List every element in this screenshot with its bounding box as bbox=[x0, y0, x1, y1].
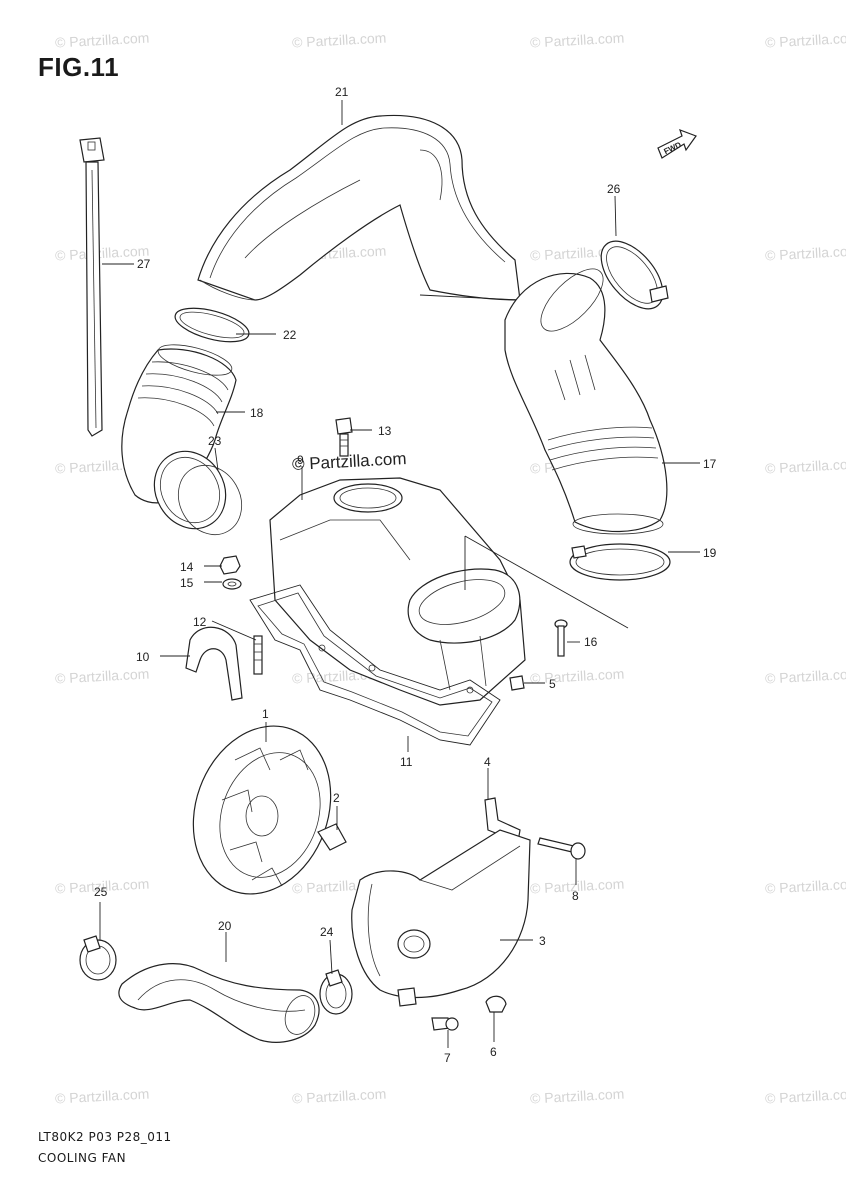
callout-5[interactable]: 5 bbox=[549, 677, 556, 691]
part-19-clamp[interactable] bbox=[569, 543, 671, 581]
fwd-label: FWD bbox=[662, 140, 683, 156]
part-14-nut[interactable] bbox=[219, 555, 241, 575]
part-9-fan-shroud[interactable] bbox=[269, 477, 526, 706]
callout-7[interactable]: 7 bbox=[444, 1051, 451, 1065]
part-18-elbow-hose[interactable] bbox=[121, 339, 237, 504]
part-11-gasket[interactable] bbox=[249, 584, 501, 746]
part-6-cap[interactable] bbox=[485, 995, 507, 1013]
part-12-stud[interactable] bbox=[253, 635, 263, 675]
callout-9[interactable]: 9 bbox=[297, 453, 304, 467]
callout-4[interactable]: 4 bbox=[484, 755, 491, 769]
part-1-fan[interactable] bbox=[171, 707, 354, 914]
part-7-bolt[interactable] bbox=[431, 1017, 459, 1031]
part-27-cable-tie[interactable] bbox=[79, 137, 105, 437]
callout-26[interactable]: 26 bbox=[607, 182, 621, 196]
figure-title: FIG.11 bbox=[38, 52, 120, 82]
part-13-bolt[interactable] bbox=[335, 417, 353, 457]
part-22-ring[interactable] bbox=[172, 302, 253, 349]
callout-10[interactable]: 10 bbox=[136, 650, 150, 664]
part-24-clamp[interactable] bbox=[319, 969, 353, 1015]
part-2-bolt[interactable] bbox=[317, 823, 347, 851]
callout-25[interactable]: 25 bbox=[94, 885, 108, 899]
diagram-name: COOLING FAN bbox=[38, 1151, 127, 1165]
fwd-arrow-icon: FWD bbox=[657, 128, 697, 159]
part-17-hose[interactable] bbox=[504, 259, 668, 535]
callout-16[interactable]: 16 bbox=[584, 635, 598, 649]
callout-11[interactable]: 11 bbox=[400, 755, 413, 769]
callout-22[interactable]: 22 bbox=[283, 328, 297, 342]
callout-23[interactable]: 23 bbox=[208, 434, 222, 448]
callout-19[interactable]: 19 bbox=[703, 546, 717, 560]
callout-18[interactable]: 18 bbox=[250, 406, 264, 420]
callout-8[interactable]: 8 bbox=[572, 889, 579, 903]
part-21-upper-duct[interactable] bbox=[197, 114, 521, 301]
part-25-clamp[interactable] bbox=[79, 935, 117, 981]
part-20-hose[interactable] bbox=[118, 963, 320, 1043]
callout-17[interactable]: 17 bbox=[703, 457, 717, 471]
part-10-bracket[interactable] bbox=[185, 626, 243, 701]
part-26-clamp[interactable] bbox=[589, 230, 674, 320]
callout-3[interactable]: 3 bbox=[539, 934, 546, 948]
callout-6[interactable]: 6 bbox=[490, 1045, 497, 1059]
callout-labels: 21 26 27 22 18 23 13 9 17 19 14 15 12 16… bbox=[94, 85, 717, 1065]
part-15-washer[interactable] bbox=[222, 578, 242, 590]
callout-24[interactable]: 24 bbox=[320, 925, 334, 939]
part-8-screw[interactable] bbox=[537, 837, 586, 860]
part-3-fan-case[interactable] bbox=[351, 829, 531, 1007]
callout-13[interactable]: 13 bbox=[378, 424, 392, 438]
callout-12[interactable]: 12 bbox=[193, 615, 207, 629]
callout-21[interactable]: 21 bbox=[335, 85, 349, 99]
part-16-screw[interactable] bbox=[554, 619, 568, 657]
leader-lines bbox=[99, 100, 700, 1048]
part-5-clip[interactable] bbox=[509, 675, 525, 691]
callout-27[interactable]: 27 bbox=[137, 257, 151, 271]
callout-1[interactable]: 1 bbox=[262, 707, 269, 721]
callout-15[interactable]: 15 bbox=[180, 576, 194, 590]
callout-14[interactable]: 14 bbox=[180, 560, 194, 574]
part-4-bracket[interactable] bbox=[484, 797, 521, 843]
part-23-clamp[interactable] bbox=[141, 438, 254, 546]
diagram-code: LT80K2 P03 P28_011 bbox=[38, 1130, 172, 1144]
callout-2[interactable]: 2 bbox=[333, 791, 340, 805]
callout-20[interactable]: 20 bbox=[218, 919, 232, 933]
